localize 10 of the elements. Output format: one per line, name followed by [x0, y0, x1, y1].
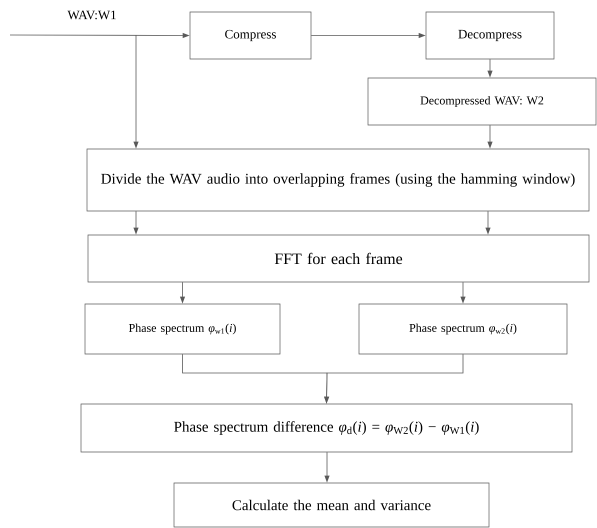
- process-box: Decompressed WAV: W2: [368, 78, 596, 126]
- process-box: FFT for each frame: [88, 234, 590, 282]
- process-box: Phase spectrum φ$_{w2}$(i): [358, 304, 568, 354]
- process-box: Compress: [190, 12, 312, 60]
- process-box: Phase spectrum difference φ$_{d}$(i) = φ$_{W2}$(i) − φ$_{W1}$(i): [80, 404, 572, 452]
- process-box: Calculate the mean and variance: [174, 482, 490, 528]
- process-box: Phase spectrum φ$_{w1}$(i): [84, 304, 280, 354]
- edge-label: WAV:W1: [67, 10, 116, 20]
- process-box: Decompress: [426, 12, 554, 60]
- process-box: Divide the WAV audio into overlapping frames (using the hamming window): [86, 148, 590, 212]
